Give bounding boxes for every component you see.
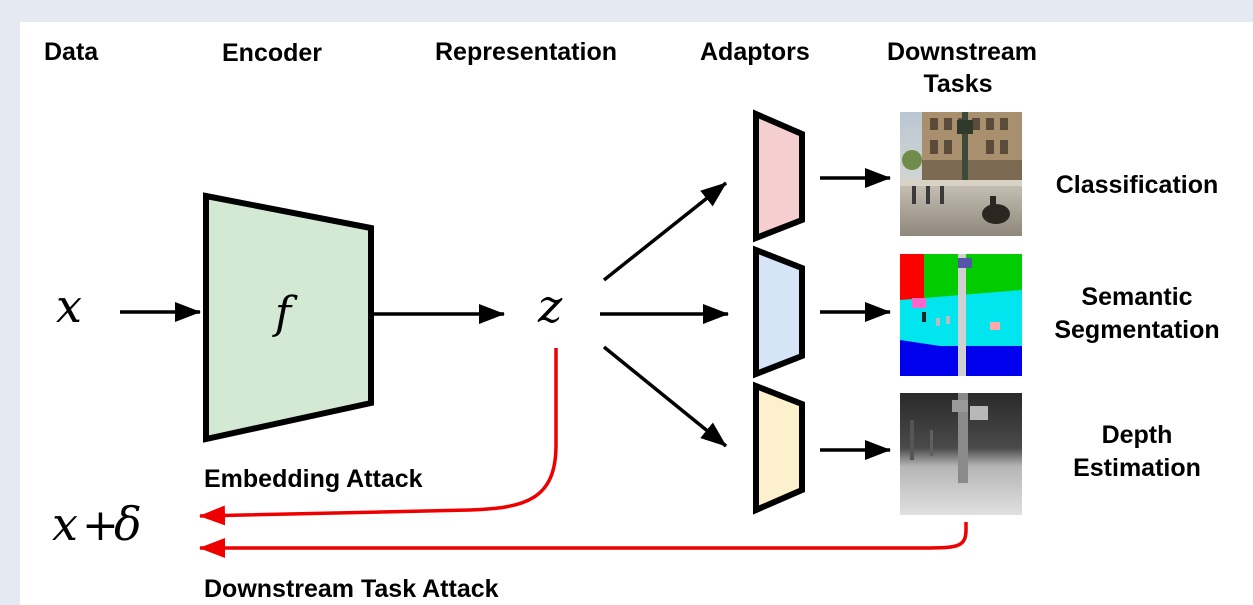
header-encoder: Encoder [222, 39, 322, 67]
task-semantic-label: Semantic [1081, 283, 1192, 311]
arrow-to-classification-adaptor [602, 181, 728, 282]
header-representation: Representation [435, 38, 617, 66]
task-estimation-label: Estimation [1073, 454, 1201, 482]
header-tasks: Tasks [923, 70, 992, 98]
header-adaptors: Adaptors [700, 38, 810, 66]
svg-text:δ: δ [114, 497, 142, 551]
adaptor-depth [753, 381, 805, 515]
embedding-attack-arrow [199, 348, 558, 526]
segmentation-image [900, 254, 1022, 376]
representation-symbol: z [537, 279, 563, 333]
svg-text:+: + [82, 500, 119, 551]
input-symbol: x [56, 279, 82, 333]
adaptor-segmentation [753, 245, 805, 379]
task-depth-label: Depth [1102, 421, 1173, 449]
adaptor-classification [753, 109, 805, 243]
encoder-block [203, 192, 374, 443]
task-classification-label: Classification [1056, 171, 1219, 199]
svg-text:x: x [52, 497, 78, 551]
classification-image [900, 112, 1022, 236]
downstream-attack-arrow [199, 522, 968, 558]
task-segmentation-label: Segmentation [1054, 316, 1219, 344]
header-data: Data [44, 38, 99, 66]
header-downstream: Downstream [887, 38, 1037, 66]
embedding-attack-label: Embedding Attack [204, 465, 423, 493]
depth-image [900, 393, 1022, 515]
perturbed-input-symbol: x + δ [52, 497, 142, 551]
arrow-to-depth-adaptor [602, 345, 728, 448]
downstream-attack-label: Downstream Task Attack [204, 575, 499, 603]
